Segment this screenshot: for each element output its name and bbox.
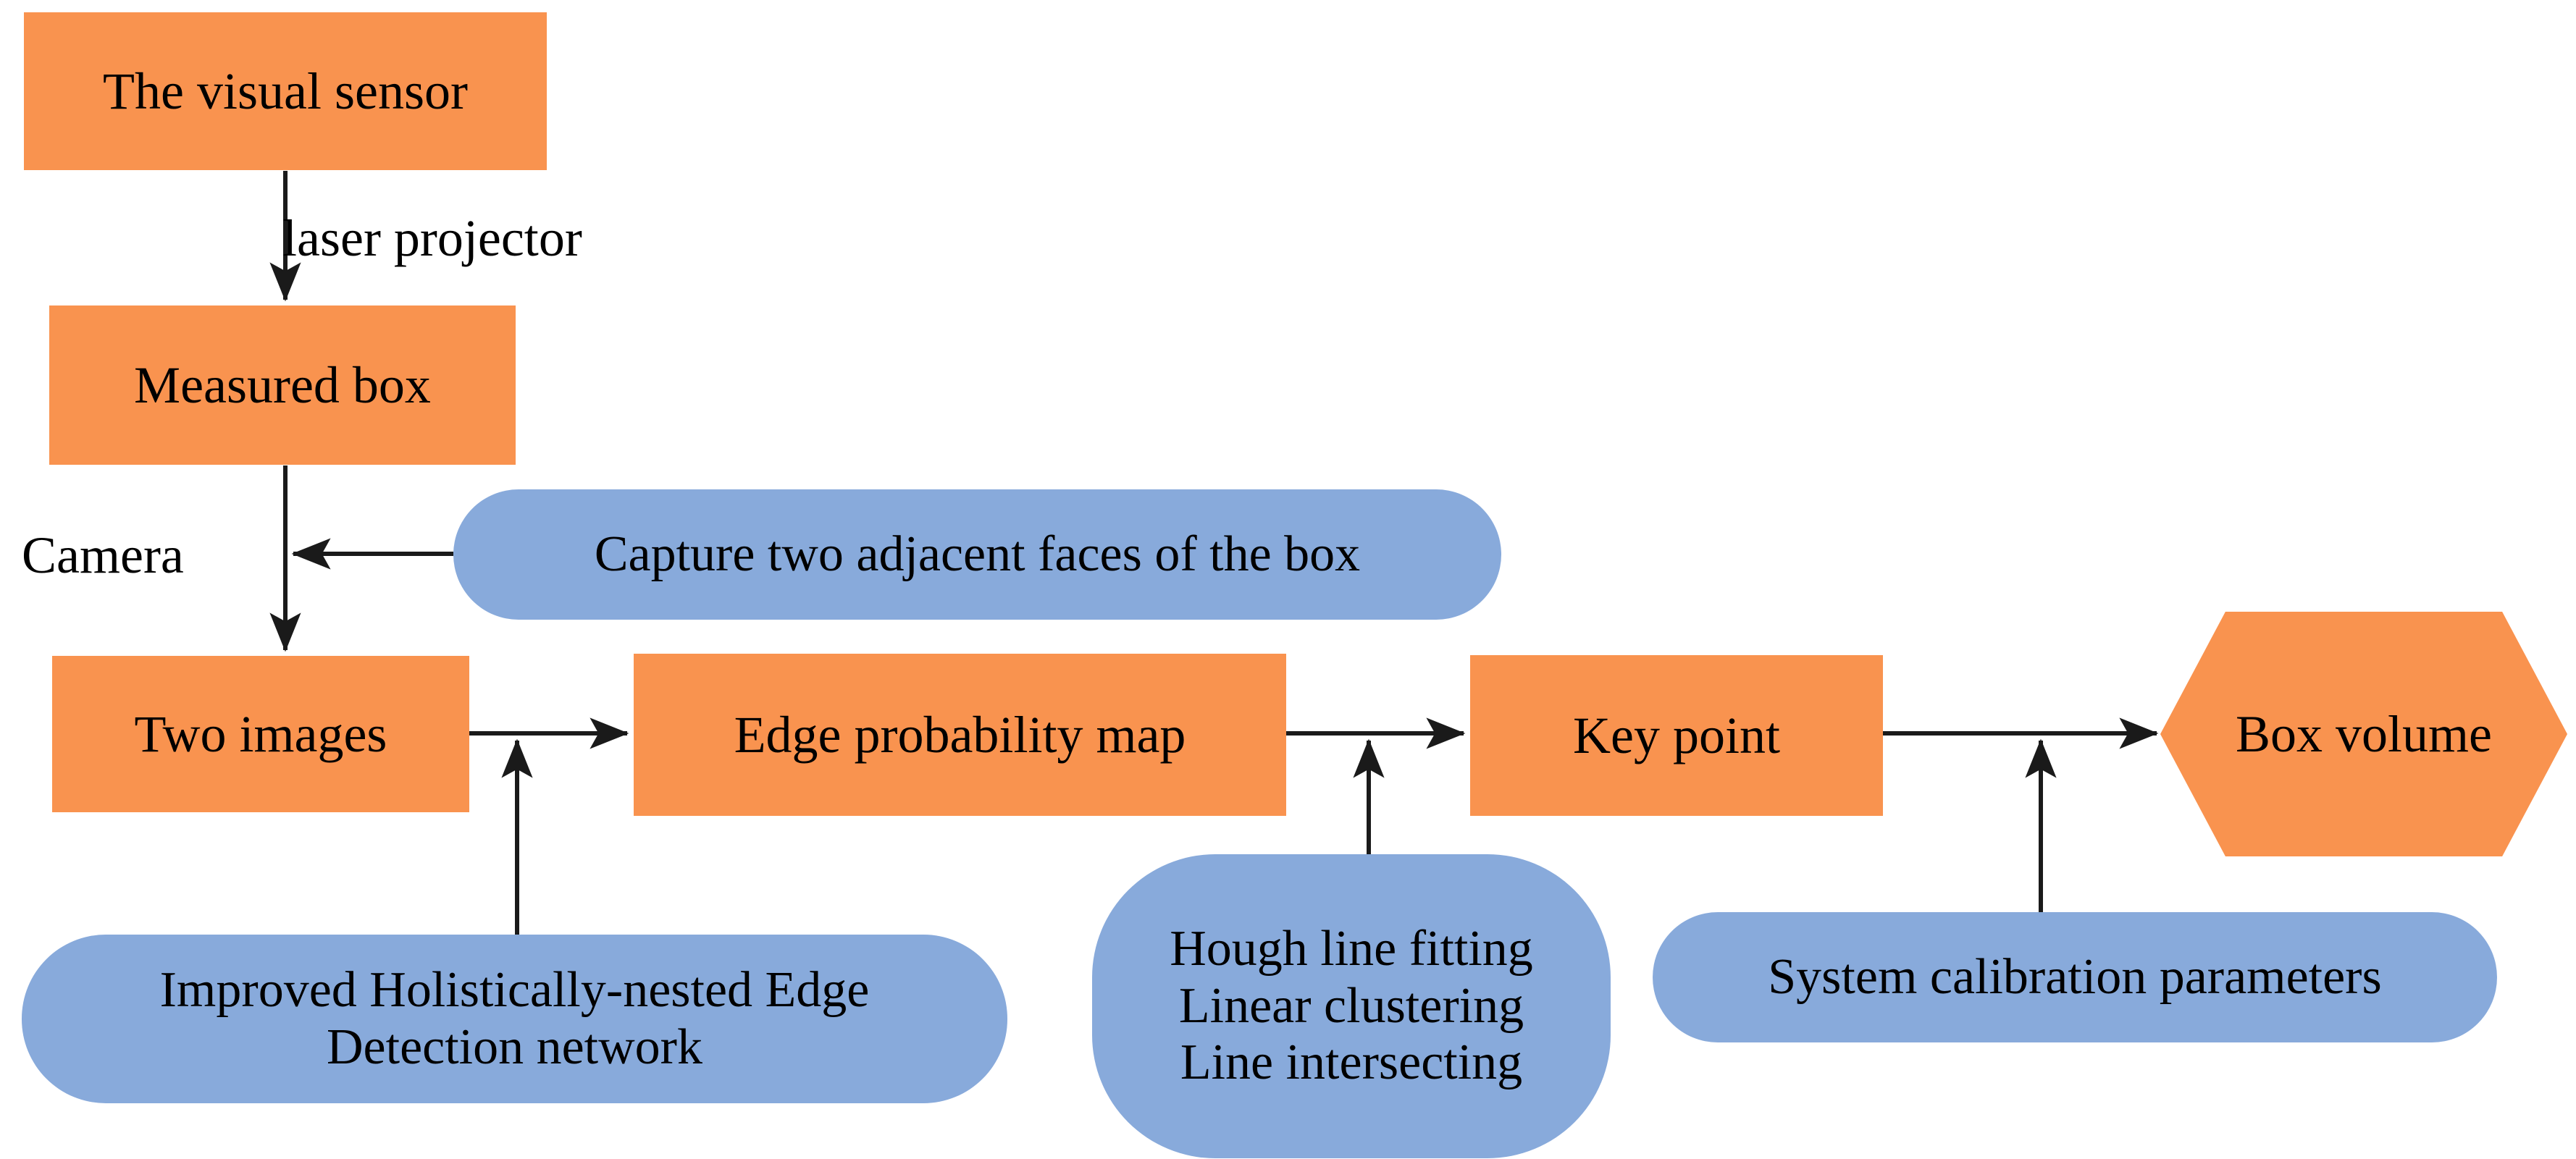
node-visual-sensor-label: The visual sensor <box>103 62 468 120</box>
node-two-images-label: Two images <box>134 704 387 763</box>
text-line: Improved Holistically-nested Edge <box>159 962 870 1019</box>
node-visual-sensor[interactable]: The visual sensor <box>24 12 547 170</box>
node-key-point-label: Key point <box>1573 706 1780 764</box>
text-line: Line intersecting <box>1180 1034 1523 1091</box>
text-line: Detection network <box>327 1019 702 1075</box>
node-edge-probability-map[interactable]: Edge probability map <box>634 654 1286 816</box>
node-measured-box[interactable]: Measured box <box>49 305 516 465</box>
node-capture-faces[interactable]: Capture two adjacent faces of the box <box>453 489 1501 620</box>
text-line: Linear clustering <box>1178 977 1524 1034</box>
node-capture-faces-label: Capture two adjacent faces of the box <box>594 526 1361 582</box>
text-line: Hough line fitting <box>1170 921 1533 977</box>
edge-label-laser-projector: laser projector <box>282 209 582 267</box>
node-measured-box-label: Measured box <box>134 355 431 414</box>
node-calibration-params-label: System calibration parameters <box>1768 948 2382 1005</box>
node-box-volume-label: Box volume <box>2236 704 2492 763</box>
node-key-point[interactable]: Key point <box>1470 655 1883 816</box>
node-box-volume[interactable]: Box volume <box>2160 612 2567 856</box>
node-two-images[interactable]: Two images <box>52 656 469 812</box>
node-edge-probability-map-label: Edge probability map <box>734 705 1186 764</box>
node-calibration-params[interactable]: System calibration parameters <box>1653 912 2497 1042</box>
edge-label-camera: Camera <box>22 526 184 584</box>
